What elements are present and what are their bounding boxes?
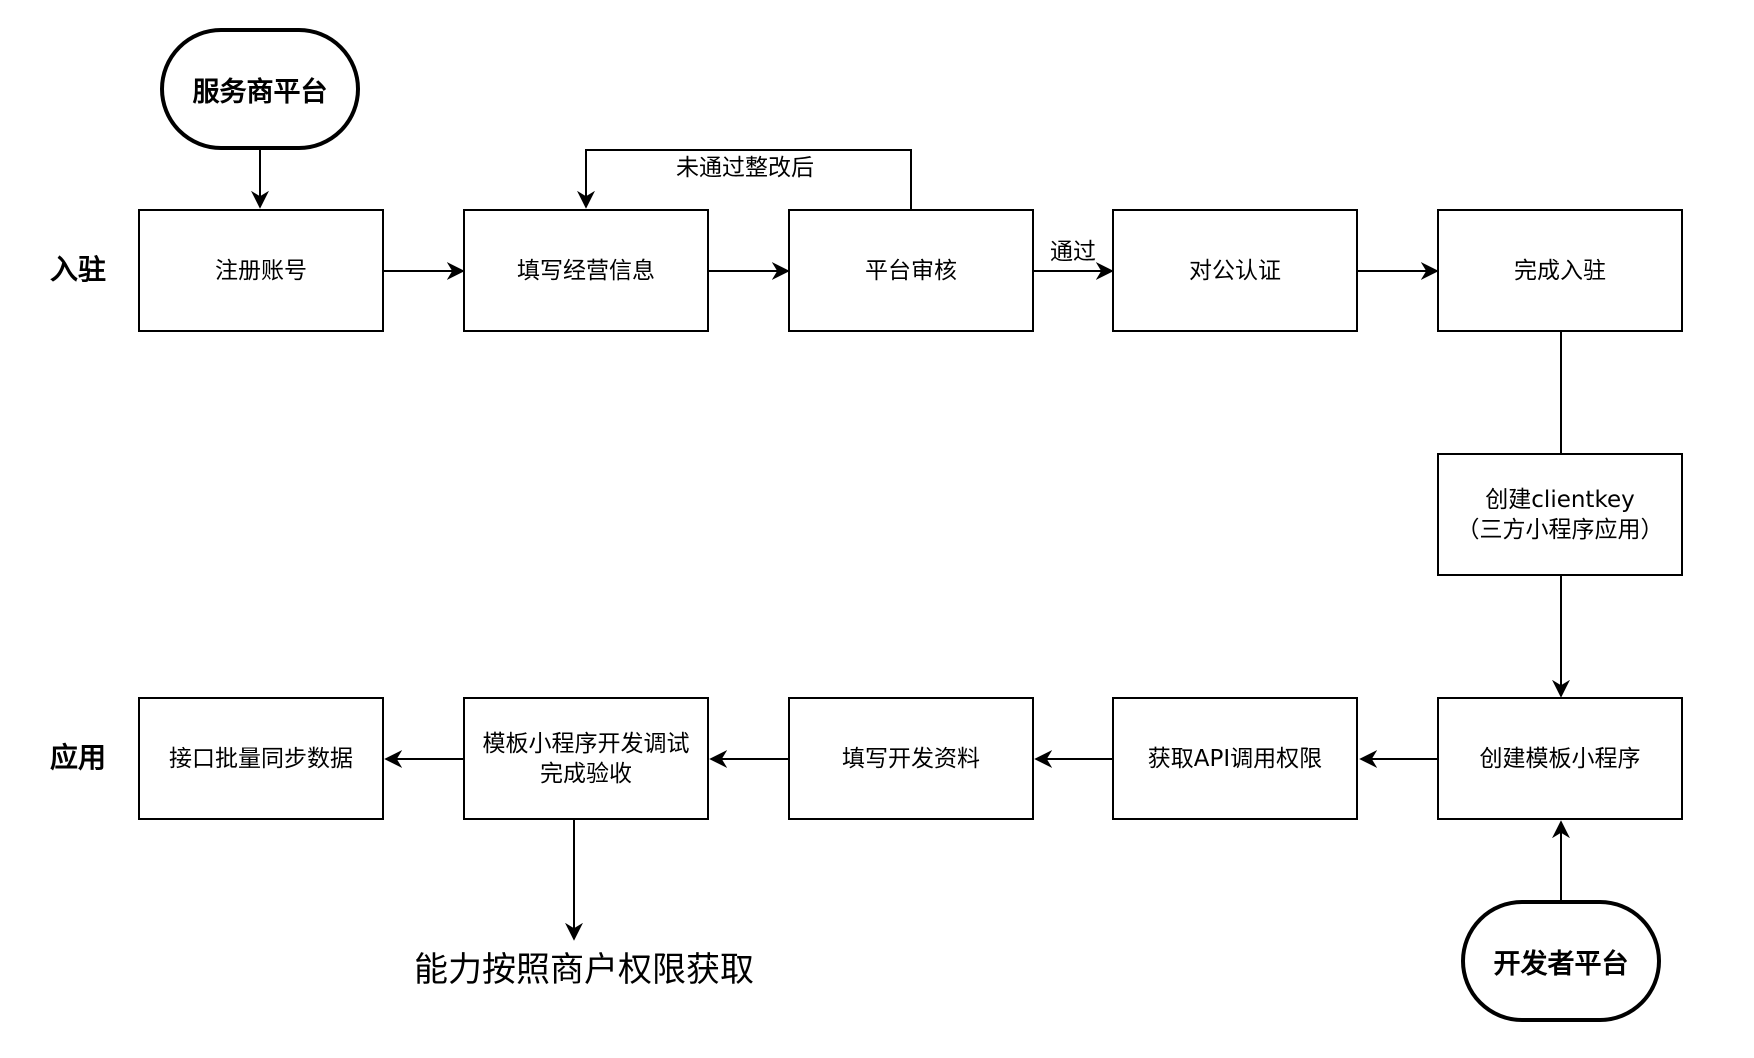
node-fill-business-info: 填写经营信息 [463, 209, 709, 332]
node-get-api-permission: 获取API调用权限 [1112, 697, 1358, 820]
edge-review-failed-loop [577, 149, 912, 210]
node-platform-review: 平台审核 [788, 209, 1034, 332]
terminal-developer-platform: 开发者平台 [1461, 900, 1661, 1022]
node-batch-sync-data: 接口批量同步数据 [138, 697, 384, 820]
node-create-template-miniprogram: 创建模板小程序 [1437, 697, 1683, 820]
edge-label-review-failed: 未通过整改后 [676, 154, 814, 182]
node-corporate-verification: 对公认证 [1112, 209, 1358, 332]
terminal-service-platform: 服务商平台 [160, 28, 360, 150]
node-template-dev-debug: 模板小程序开发调试 完成验收 [463, 697, 709, 820]
lane-label-onboarding: 入驻 [50, 253, 107, 286]
node-create-clientkey: 创建clientkey （三方小程序应用） [1437, 453, 1683, 576]
capability-note: 能力按照商户权限获取 [414, 950, 754, 990]
edge-label-review-passed: 通过 [1050, 238, 1096, 266]
node-fill-dev-info: 填写开发资料 [788, 697, 1034, 820]
node-register-account: 注册账号 [138, 209, 384, 332]
node-onboarding-complete: 完成入驻 [1437, 209, 1683, 332]
lane-label-application: 应用 [50, 741, 107, 774]
